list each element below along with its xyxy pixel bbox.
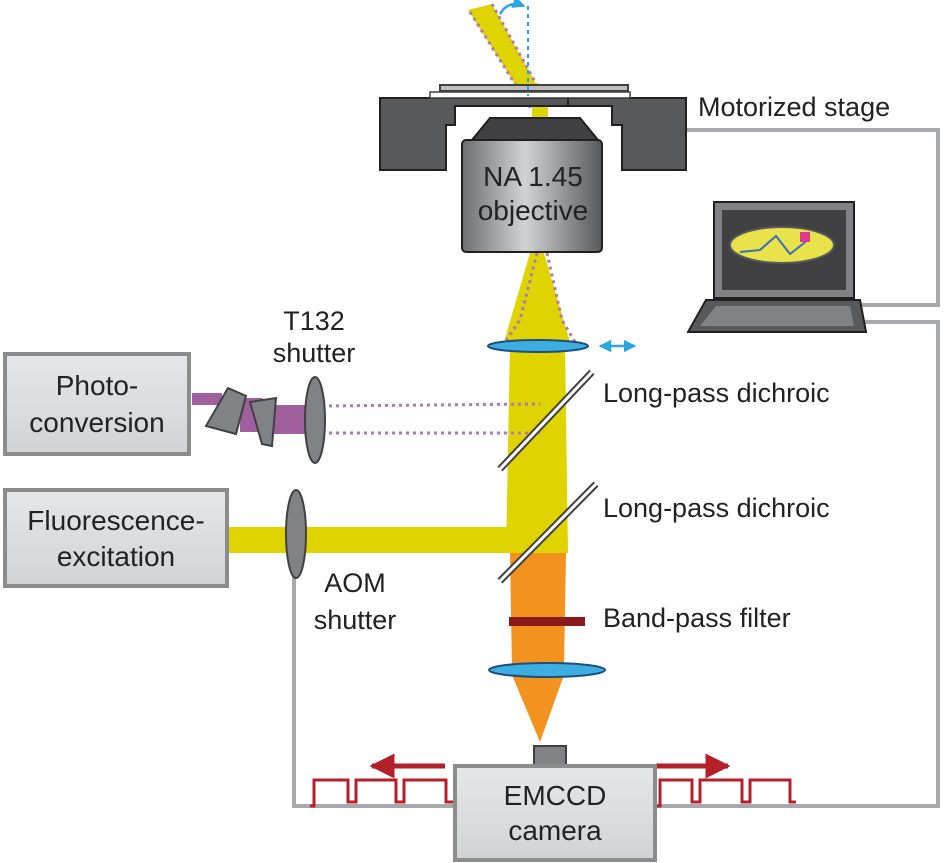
tube-lens-upper-icon — [487, 339, 589, 353]
fluorescence-label-line1: Fluorescence- — [27, 505, 204, 536]
prism-icon — [248, 396, 278, 448]
emission-focus-cone — [512, 675, 564, 742]
wire-stage-laptop — [686, 128, 940, 307]
t132-label-line1: T132 — [283, 306, 345, 336]
control-wires — [292, 128, 940, 808]
excitation-focus-cone — [504, 253, 570, 342]
camera-label-line1: EMCCD — [504, 780, 607, 811]
excitation-beam-to-sample — [468, 4, 545, 108]
camera-label-line2: camera — [508, 815, 602, 846]
fluorescence-excitation-laser-box — [3, 488, 229, 588]
photoconversion-laser-box — [3, 352, 191, 456]
motorized-stage-icon — [379, 84, 687, 171]
photoconversion-label-line2: conversion — [29, 407, 164, 438]
wire-laptop-camera — [655, 320, 940, 808]
band-pass-filter-label: Band-pass filter — [603, 603, 791, 633]
prism-icon — [204, 386, 248, 436]
wire-camera-aom — [292, 572, 455, 808]
trigger-pulse-train-right-icon — [656, 753, 796, 808]
fluorescence-label-line2: excitation — [57, 541, 175, 572]
laptop-icon — [686, 201, 868, 333]
camera-sensor-icon — [533, 745, 567, 767]
motorized-stage-label: Motorized stage — [698, 92, 890, 122]
emission-beam — [510, 553, 566, 668]
band-pass-filter-icon — [509, 617, 585, 626]
tube-lens-lower-icon — [488, 662, 606, 678]
dichroic-lower-label: Long-pass dichroic — [603, 493, 830, 523]
excitation-beam — [228, 253, 570, 553]
aom-label-line1: AOM — [324, 568, 386, 598]
objective-label-line1: NA 1.45 — [483, 161, 583, 192]
aom-label-line2: shutter — [314, 605, 397, 635]
aom-shutter-icon — [285, 489, 307, 579]
photoconversion-label-line1: Photo- — [56, 370, 139, 401]
t132-shutter-icon — [304, 376, 326, 464]
t132-label-line2: shutter — [273, 338, 356, 368]
objective-label-line2: objective — [478, 195, 589, 226]
trigger-pulse-train-left-icon — [310, 753, 453, 808]
objective-icon — [461, 117, 603, 253]
tilt-arrow-icon — [498, 0, 526, 15]
dichroic-upper-label: Long-pass dichroic — [603, 378, 830, 408]
emccd-camera-box — [453, 764, 657, 862]
